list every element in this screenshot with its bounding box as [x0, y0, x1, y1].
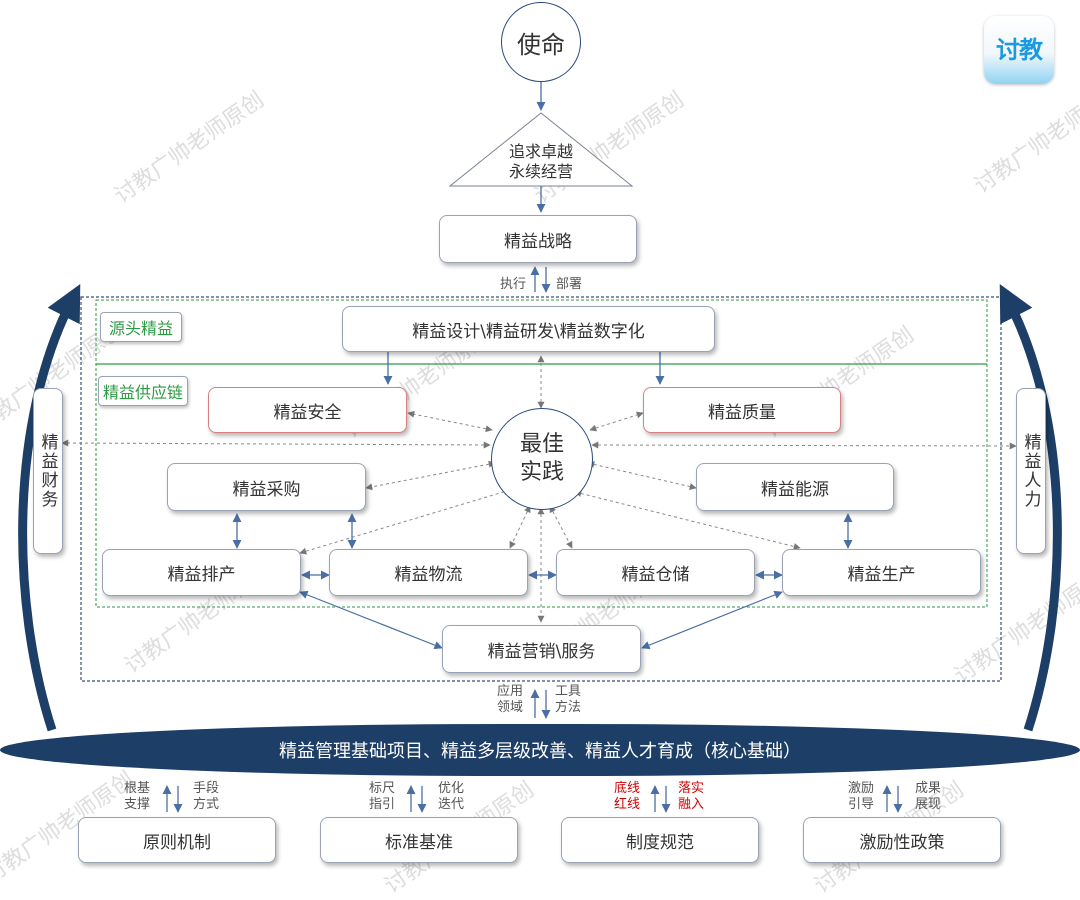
design-box: 精益设计\精益研发\精益数字化 [342, 306, 715, 352]
green-frame [95, 299, 988, 608]
mission-label: 使命 [517, 30, 565, 59]
connector-layer [18, 82, 1062, 813]
source-tag: 源头精益 [100, 312, 183, 342]
bottom-left-label-1: 根基 支撑 [124, 781, 151, 812]
bottom-right-label-3: 落实 融入 [678, 781, 705, 812]
mission-circle: 使命 [501, 2, 581, 82]
outer-dashed-frame [80, 296, 1002, 682]
purchase-box: 精益采购 [167, 463, 366, 511]
finance-box: 精益财务 [33, 388, 63, 554]
pursuit-line1: 追求卓越 [508, 142, 573, 161]
incentive-box: 激励性政策 [803, 817, 1001, 863]
apply-label: 应用 领域 [497, 684, 524, 715]
logo: 讨教 [984, 16, 1054, 84]
bottom-right-label-4: 成果 展现 [915, 781, 942, 812]
bottom-left-label-4: 激励 引导 [848, 781, 875, 812]
safety-box: 精益安全 [208, 387, 407, 433]
bottom-right-label-1: 手段 方式 [193, 781, 220, 812]
exec-label: 执行 [500, 277, 527, 292]
regulation-box: 制度规范 [561, 817, 759, 863]
warehouse-box: 精益仓储 [556, 549, 755, 596]
tools-label: 工具 方法 [555, 684, 582, 715]
quality-box: 精益质量 [643, 387, 841, 433]
production-box: 精益生产 [782, 549, 981, 596]
energy-box: 精益能源 [696, 463, 894, 511]
pursuit-text: 追求卓越 永续经营 [480, 142, 602, 182]
bottom-left-label-2: 标尺 指引 [369, 781, 396, 812]
finance-label: 精益财务 [37, 433, 58, 509]
deploy-label: 部署 [556, 277, 583, 292]
bottom-right-label-2: 优化 迭代 [438, 781, 465, 812]
right-curve-arrow [999, 284, 1062, 732]
logistics-box: 精益物流 [329, 549, 528, 596]
supply-tag: 精益供应链 [98, 376, 189, 406]
scheduling-box: 精益排产 [102, 549, 301, 596]
hr-label: 精益人力 [1020, 433, 1041, 509]
best-practice-circle: 最佳 实践 [491, 408, 593, 510]
best-line1: 最佳 [519, 432, 564, 457]
marketing-box: 精益营销\服务 [442, 625, 641, 673]
strategy-box: 精益战略 [439, 215, 637, 263]
logo-text: 讨教 [996, 36, 1043, 64]
best-line2: 实践 [519, 460, 564, 485]
principle-box: 原则机制 [78, 817, 276, 863]
left-curve-arrow [18, 284, 81, 732]
pursuit-line2: 永续经营 [508, 162, 573, 181]
standard-box: 标准基准 [320, 817, 518, 863]
bottom-left-label-3: 底线 红线 [614, 781, 641, 812]
foundation-band: 精益管理基础项目、精益多层级改善、精益人才育成（核心基础） [0, 724, 1080, 776]
hr-box: 精益人力 [1016, 388, 1046, 554]
